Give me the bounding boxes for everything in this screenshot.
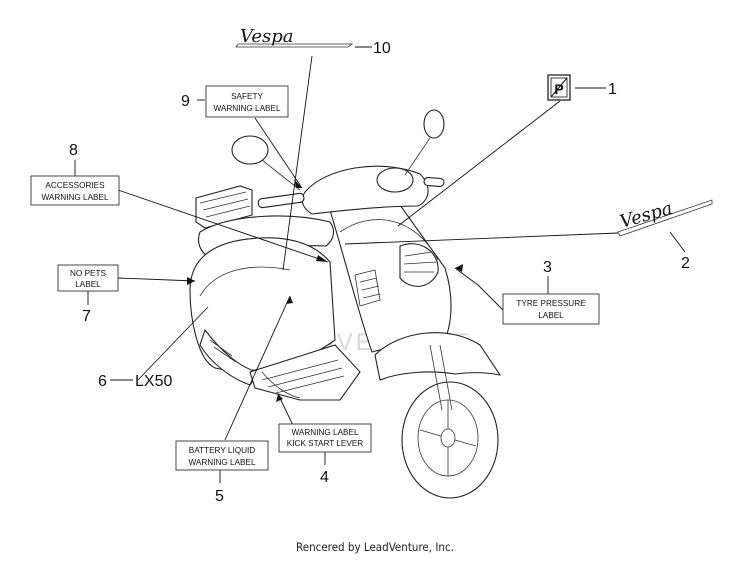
svg-text:2: 2: [681, 255, 690, 272]
callout-2: 2: [681, 255, 690, 272]
vespa-emblem-side: Vespa: [617, 198, 713, 237]
callout-7: NO PETS LABEL 7: [57, 264, 119, 325]
accessories-warning-label-box: ACCESSORIES WARNING LABEL: [30, 175, 120, 206]
vespa-emblem-top: Vespa: [235, 26, 354, 48]
svg-text:Vespa: Vespa: [618, 198, 675, 233]
svg-text:5: 5: [215, 488, 224, 505]
svg-text:BATTERY LIQUID: BATTERY LIQUID: [189, 446, 256, 455]
parking-symbol-label: P: [547, 74, 571, 101]
svg-text:LABEL: LABEL: [75, 280, 101, 289]
svg-text:10: 10: [373, 40, 391, 57]
callout-5: BATTERY LIQUID WARNING LABEL 5: [175, 440, 269, 505]
callout-10: 10: [373, 40, 391, 57]
svg-text:NO PETS: NO PETS: [70, 269, 106, 278]
callout-9: 9 SAFETY WARNING LABEL: [181, 85, 289, 118]
tyre-pressure-label-box: TYRE PRESSURE LABEL: [502, 293, 600, 325]
callout-3: 3 TYRE PRESSURE LABEL: [502, 259, 600, 325]
svg-text:P: P: [554, 81, 563, 97]
callout-8: 8 ACCESSORIES WARNING LABEL: [30, 142, 120, 206]
svg-text:ACCESSORIES: ACCESSORIES: [45, 181, 105, 190]
svg-text:3: 3: [543, 259, 552, 276]
svg-text:8: 8: [69, 142, 78, 159]
svg-text:4: 4: [320, 469, 329, 486]
safety-warning-label-box: SAFETY WARNING LABEL: [205, 85, 289, 118]
svg-text:WARNING LABEL: WARNING LABEL: [213, 104, 280, 113]
battery-liquid-warning-label-box: BATTERY LIQUID WARNING LABEL: [175, 440, 269, 471]
svg-text:LX50: LX50: [135, 373, 172, 390]
svg-text:9: 9: [181, 93, 190, 110]
scooter-illustration: [189, 109, 502, 499]
svg-text:7: 7: [82, 308, 91, 325]
kick-start-warning-label-box: WARNING LABEL KICK START LEVER: [278, 423, 372, 453]
callout-6: 6 LX50: [98, 373, 172, 390]
svg-text:6: 6: [98, 373, 107, 390]
svg-text:LABEL: LABEL: [538, 311, 564, 320]
svg-text:WARNING LABEL: WARNING LABEL: [41, 193, 108, 202]
svg-text:TYRE PRESSURE: TYRE PRESSURE: [516, 299, 586, 308]
svg-text:WARNING LABEL: WARNING LABEL: [188, 458, 255, 467]
svg-text:KICK START LEVER: KICK START LEVER: [287, 439, 364, 448]
leader-lines: [74, 46, 686, 483]
no-pets-label-box: NO PETS LABEL: [57, 264, 119, 292]
svg-text:1: 1: [608, 81, 617, 98]
svg-text:Vespa: Vespa: [240, 26, 294, 47]
svg-text:SAFETY: SAFETY: [231, 92, 263, 101]
callout-1: 1: [608, 81, 617, 98]
footer-credit: Rencered by LeadVenture, Inc.: [296, 540, 454, 554]
svg-text:WARNING LABEL: WARNING LABEL: [291, 428, 358, 437]
arrow-heads: [187, 179, 463, 402]
callout-4: WARNING LABEL KICK START LEVER 4: [278, 423, 372, 486]
